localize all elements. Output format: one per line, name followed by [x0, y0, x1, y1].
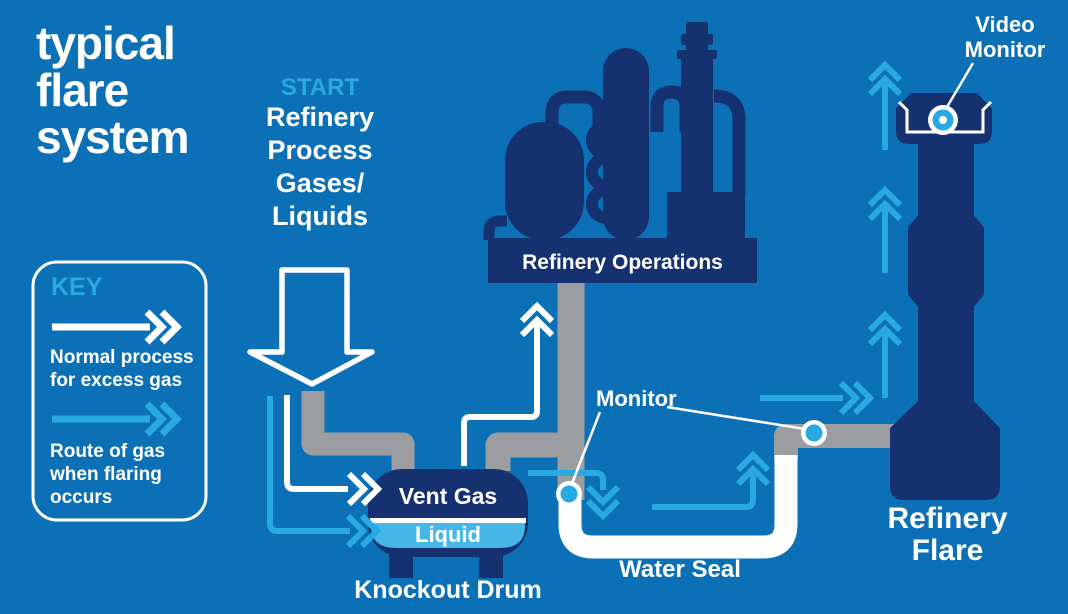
page-title: typical flare system	[36, 17, 190, 163]
blue-arrowhead-right-2	[838, 380, 875, 416]
blue-arrowhead-up-3	[867, 185, 903, 222]
drum-liquid-level	[371, 523, 525, 548]
monitors	[556, 62, 975, 507]
white-route-drum-to-ops	[461, 323, 540, 466]
white-route-arrowhead-right	[346, 471, 383, 507]
flaring-route	[267, 60, 903, 549]
video-monitor-label: Video Monitor	[964, 12, 1046, 63]
blue-route-into-drum	[267, 396, 350, 534]
video-monitor-dot-icon	[939, 116, 947, 124]
refinery-pipe-coils	[586, 120, 607, 224]
key-normal-label: Normal process for excess gas	[50, 347, 194, 392]
refinery-pipe-arch-3	[713, 89, 746, 195]
blue-arrowhead-down	[585, 484, 621, 521]
key-box-border	[31, 260, 208, 522]
refinery-tower	[681, 55, 713, 240]
video-monitor-pointer-line	[945, 62, 975, 108]
vent-gas-label: Vent Gas	[398, 483, 498, 509]
knockout-drum-shape	[368, 469, 528, 578]
monitor-pointer-line-2	[666, 405, 806, 431]
blue-route-inside-seal	[652, 472, 756, 510]
inlet-pipe	[301, 391, 415, 471]
refinery-pipe-arch-1	[545, 90, 606, 155]
process-pipes	[301, 283, 899, 500]
pipe-branch-to-drum	[485, 432, 571, 471]
refinery-tower-flange-lower	[677, 50, 717, 59]
key-legend-graphics	[31, 260, 208, 522]
normal-process-route	[284, 301, 555, 507]
refinery-column	[603, 48, 649, 240]
refinery-operations-bar	[488, 238, 757, 283]
monitor-indicator-1-icon	[560, 485, 578, 503]
monitor-pointer-line-1	[569, 411, 602, 487]
start-down-arrow-icon	[247, 267, 375, 387]
key-flaring-label: Route of gas when flaring occurs	[50, 441, 166, 509]
knockout-drum-label: Knockout Drum	[354, 576, 542, 604]
seal-to-flare-pipe	[774, 424, 899, 459]
refinery-flare-label: Refinery Flare	[887, 502, 1008, 568]
start-label: START	[280, 74, 360, 101]
monitor-indicator-2-icon	[805, 424, 823, 442]
refinery-flare-silhouette	[890, 93, 1000, 500]
white-route-into-drum	[284, 395, 348, 492]
key-flaring-arrow-icon	[144, 401, 182, 437]
blue-arrowhead-up-2	[867, 310, 903, 347]
water-seal-pipe	[558, 455, 798, 559]
refinery-tower-top	[686, 22, 708, 35]
key-title: KEY	[51, 273, 103, 301]
water-seal-label: Water Seal	[619, 556, 741, 583]
refinery-tower-flange-upper	[681, 34, 713, 45]
blue-arrowhead-up-4	[867, 60, 903, 97]
blue-arrowhead-up-1	[735, 450, 771, 487]
start-description: Refinery Process Gases/ Liquids	[265, 102, 375, 231]
refinery-pipe-loop	[483, 215, 507, 240]
refinery-operations-silhouette	[483, 22, 757, 283]
monitor-label: Monitor	[596, 386, 677, 411]
liquid-label: Liquid	[415, 522, 481, 547]
blue-arrowhead-right-1	[345, 513, 382, 549]
refinery-operations-label: Refinery Operations	[522, 251, 723, 274]
key-normal-arrow-icon	[144, 309, 182, 345]
drum-divider-line	[370, 518, 526, 523]
refinery-vessel	[505, 122, 584, 240]
white-route-arrowhead-up	[519, 301, 555, 338]
blue-route-drum-to-seal	[528, 470, 606, 490]
refinery-tower-neck	[686, 44, 708, 52]
flare-stack	[890, 140, 1000, 500]
